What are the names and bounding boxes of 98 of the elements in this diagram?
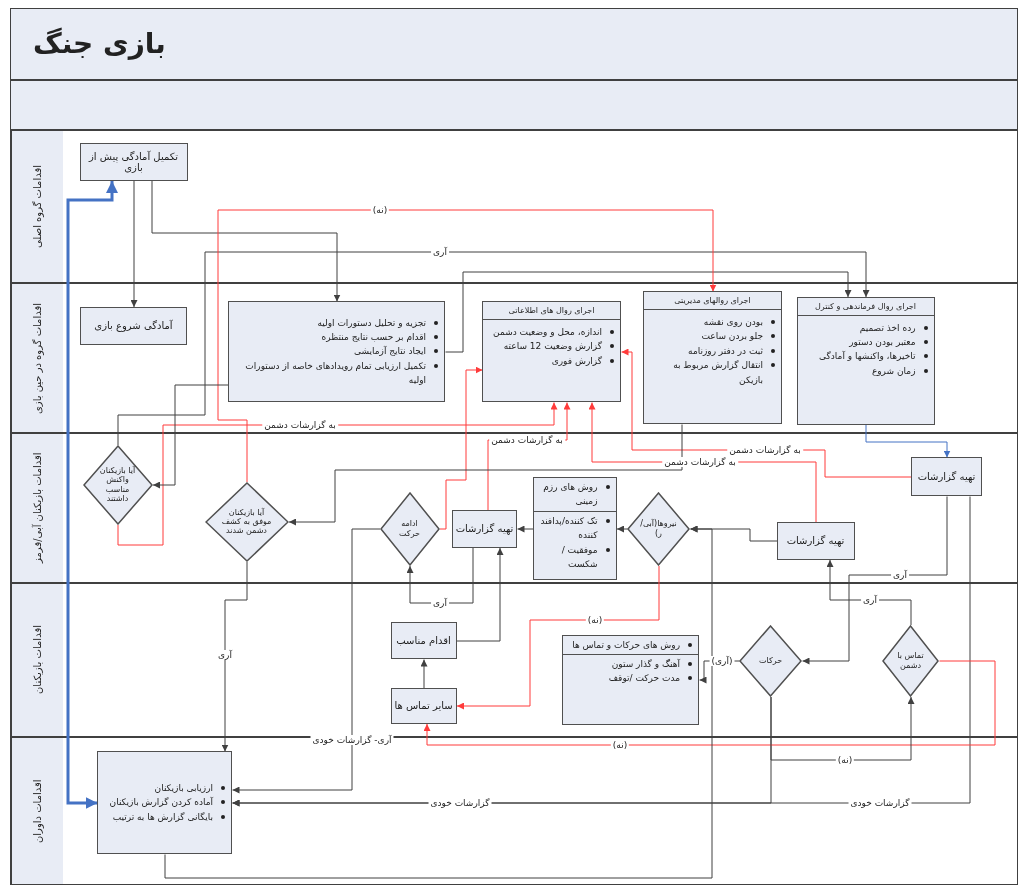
edge-label: گزارشات خودی	[848, 798, 912, 808]
box-header: اجرای روال های اطلاعاتی	[483, 302, 620, 320]
process-box: آمادگی شروع بازی	[80, 306, 187, 345]
list-item: زمان شروع	[871, 364, 916, 378]
edge-label: آری	[216, 650, 234, 660]
list-item: مدت حرکت /توقف	[608, 672, 680, 686]
list-item: بایگانی گزارش ها به ترتیب	[112, 810, 213, 824]
list-item: ایجاد نتایج آزمایشی	[354, 345, 426, 359]
box-header: اجرای روال فرماندهی و کنترل	[797, 297, 934, 316]
list-item: تک کننده/پدافند کننده	[539, 514, 598, 543]
lane-label: اقدامات گروه اصلی	[11, 131, 63, 282]
arrow	[456, 547, 504, 642]
arrow	[288, 424, 683, 526]
arrow	[865, 424, 951, 458]
edge-label: آری	[861, 595, 879, 605]
arrow	[66, 181, 118, 809]
swimlane	[10, 737, 1018, 885]
process-box: اقدام مناسب	[390, 622, 457, 659]
list-box	[562, 634, 699, 725]
arrow	[439, 366, 483, 530]
arrow	[151, 180, 341, 302]
edge-label: آری- گزارشات خودی	[310, 735, 394, 745]
process-box: تهیه گزارشات	[776, 521, 855, 560]
list-item: روش های رزم زمینی	[542, 481, 598, 509]
list-item: تاخیرها، واکنشها و آمادگی	[819, 350, 916, 364]
edge-label: آری	[891, 570, 909, 580]
list-item: اندازه، محل و وضعیت دشمن	[493, 326, 602, 339]
arrow	[616, 525, 628, 533]
swimlane	[10, 283, 1018, 433]
arrow	[130, 180, 138, 308]
list-item: آماده کردن گزارش بازیکنان	[109, 796, 213, 810]
arrow	[802, 496, 948, 665]
list-item: بودن روی نقشه	[703, 316, 763, 329]
edge-label: (نه)	[370, 205, 390, 215]
arrow	[517, 525, 534, 533]
arrow	[420, 659, 428, 689]
swimlane	[10, 433, 1018, 583]
list-box	[532, 477, 617, 580]
arrow	[117, 251, 870, 446]
edge-label: به گزارشات دشمن	[262, 420, 338, 430]
arrow	[456, 565, 660, 710]
list-item: گزارش فوری	[551, 354, 602, 368]
list-item: اقدام بر حسب نتایج منتظره	[321, 330, 426, 344]
edge-label: آری	[431, 247, 449, 257]
list-box	[643, 291, 782, 424]
list-item: تکمیل ارزیابی تمام رویدادهای خاصه از دستورات اولیه	[244, 359, 426, 388]
edge-label: به گزارشات دشمن	[662, 457, 738, 467]
decision-diamond: آیا بازیکنان واکنش مناسب داشتند	[82, 444, 153, 525]
list-item: موفقیت /شکست	[560, 543, 598, 571]
list-item: روش های حرکات و تماس ها	[572, 638, 680, 652]
title: بازی جنگ	[33, 27, 166, 60]
arrow	[826, 559, 912, 626]
list-box	[796, 296, 935, 425]
edge-label: (آری)	[709, 656, 735, 666]
arrow	[152, 384, 229, 489]
list-item: ارزیابی بازیکنان	[154, 781, 213, 795]
arrow	[406, 547, 474, 604]
lane-label: اقدامات داوران	[11, 738, 63, 884]
list-item: رده اخذ تصمیم	[859, 321, 916, 335]
list-box	[482, 301, 621, 402]
list-box	[97, 751, 232, 854]
decision-diamond: تماس با دشمن	[882, 624, 939, 697]
arrow	[164, 525, 713, 879]
edge-label: آری	[431, 598, 449, 608]
arrow	[445, 271, 852, 353]
process-box: تکمیل آمادگی پیش از بازی	[79, 142, 188, 181]
lane-label: اقدامات بازیکنان آبی/قرمز	[11, 434, 63, 582]
list-item: جلو بردن ساعت	[701, 330, 763, 344]
process-box: تهیه گزارشات	[452, 509, 517, 548]
arrow	[221, 561, 248, 752]
edge-label: به گزارشات دشمن	[727, 445, 803, 455]
edge-label: گزارشات خودی	[428, 798, 492, 808]
edge-label: (نه)	[835, 755, 855, 765]
list-item: تجزیه و تحلیل دستورات اولیه	[317, 316, 426, 330]
arrow	[217, 209, 717, 483]
list-item: معتبر بودن دستور	[849, 335, 916, 349]
lane-label: اقدامات گروه در حین بازی	[11, 284, 63, 432]
process-box: سایر تماس ها	[390, 687, 457, 724]
decision-diamond: نیروها(آبی/ر)	[627, 491, 690, 566]
list-item: انتقال گزارش مربوط به بازیکن	[672, 359, 763, 387]
box-header: اجرای روالهای مدیریتی	[644, 292, 781, 310]
decision-diamond: حرکات	[739, 624, 802, 697]
decision-diamond: آیا بازیکنان موفق به کشف دشمن شدند	[204, 481, 289, 562]
list-box	[228, 301, 445, 402]
edge-label: به گزارشات دشمن	[489, 435, 565, 445]
edge-label: (نه)	[610, 740, 630, 750]
arrow	[232, 528, 381, 794]
arrow	[423, 660, 996, 746]
arrow	[770, 696, 915, 761]
list-item: گزارش وضعیت 12 ساعته	[503, 340, 602, 354]
swimlane	[10, 583, 1018, 737]
decision-diamond: ادامه حرکت	[379, 491, 440, 566]
process-box: تهیه گزارشات	[911, 457, 982, 496]
lane-label: اقدامات بازیکنان	[11, 584, 63, 736]
swimlane	[10, 130, 1018, 283]
list-item: آهنگ و گذار ستون	[611, 657, 680, 671]
edge-label: (نه)	[585, 615, 605, 625]
list-item: ثبت در دفتر روزنامه	[688, 344, 763, 358]
